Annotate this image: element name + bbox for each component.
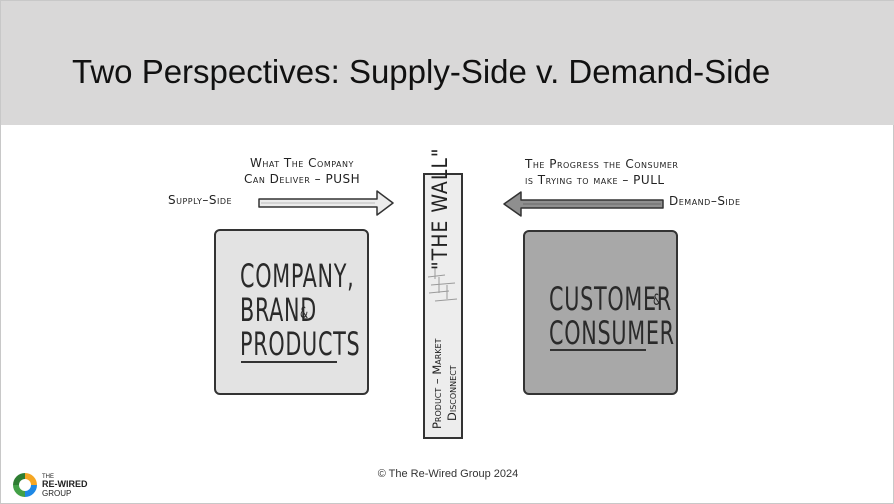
left-arrow-icon — [503, 191, 664, 217]
customer-underline — [550, 349, 646, 351]
customer-box-line2: CONSUMER — [549, 314, 675, 352]
wall-label: "THE WALL" — [428, 147, 452, 270]
customer-box: CUSTOMER & CONSUMER — [523, 230, 678, 395]
supply-side-label: Supply–Side — [168, 193, 233, 207]
logo-text-group: GROUP — [42, 489, 72, 498]
wall-subtext-line1: Product – Market — [430, 338, 444, 429]
logo-text-rewired: RE-WIRED — [42, 479, 88, 489]
customer-box-line1: CUSTOMER — [549, 280, 672, 318]
company-box-line2: BRAND — [240, 291, 317, 329]
header-band — [1, 1, 894, 125]
push-caption-line2: Can Deliver – PUSH — [244, 172, 361, 186]
pull-caption-line2: is Trying to make – PULL — [525, 173, 665, 187]
push-caption-line1: What The Company — [250, 156, 354, 170]
the-wall: "THE WALL" Product – Market Disconnect — [423, 147, 463, 439]
demand-side-label: Demand–Side — [669, 194, 741, 208]
brand-logo-icon — [13, 473, 37, 497]
company-box-ampersand: & — [300, 303, 309, 322]
copyright-footer: © The Re-Wired Group 2024 — [377, 468, 519, 480]
company-underline — [241, 361, 337, 363]
page-title: Two Perspectives: Supply-Side v. Demand-… — [72, 53, 771, 90]
wall-brick-pattern — [427, 267, 458, 302]
logo-text-the: THE — [42, 474, 54, 480]
company-box-line3: PRODUCTS — [240, 325, 361, 363]
right-arrow-icon — [258, 190, 394, 216]
customer-box-ampersand: & — [653, 290, 662, 309]
wall-subtext-line2: Disconnect — [445, 365, 459, 421]
company-box: COMPANY, BRAND & PRODUCTS — [214, 229, 369, 395]
company-box-line1: COMPANY, — [240, 257, 355, 295]
pull-caption-line1: The Progress the Consumer — [525, 157, 679, 171]
